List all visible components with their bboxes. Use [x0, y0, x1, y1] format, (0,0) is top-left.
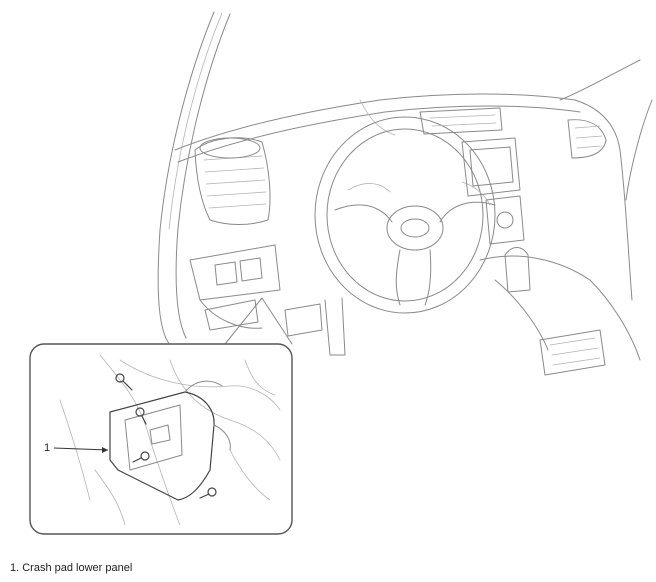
right-air-vent	[567, 119, 607, 159]
steering-wheel	[314, 116, 496, 314]
detail-inset	[29, 343, 293, 535]
figure-caption: 1. Crash pad lower panel	[10, 562, 133, 574]
crash-pad-upper	[174, 93, 633, 301]
screw-icon	[199, 487, 217, 499]
inset-pointer	[224, 297, 293, 345]
lower-dash	[189, 244, 346, 356]
windshield-frame	[157, 11, 653, 346]
screw-icon	[135, 407, 147, 425]
screw-icon	[132, 451, 150, 463]
callout-leader-line	[53, 447, 109, 451]
center-console	[479, 247, 641, 376]
center-stack	[419, 107, 525, 245]
callout-number: 1	[44, 442, 51, 454]
left-air-vent	[194, 137, 271, 225]
inset-frame	[29, 343, 293, 535]
screw-icon	[115, 373, 133, 391]
